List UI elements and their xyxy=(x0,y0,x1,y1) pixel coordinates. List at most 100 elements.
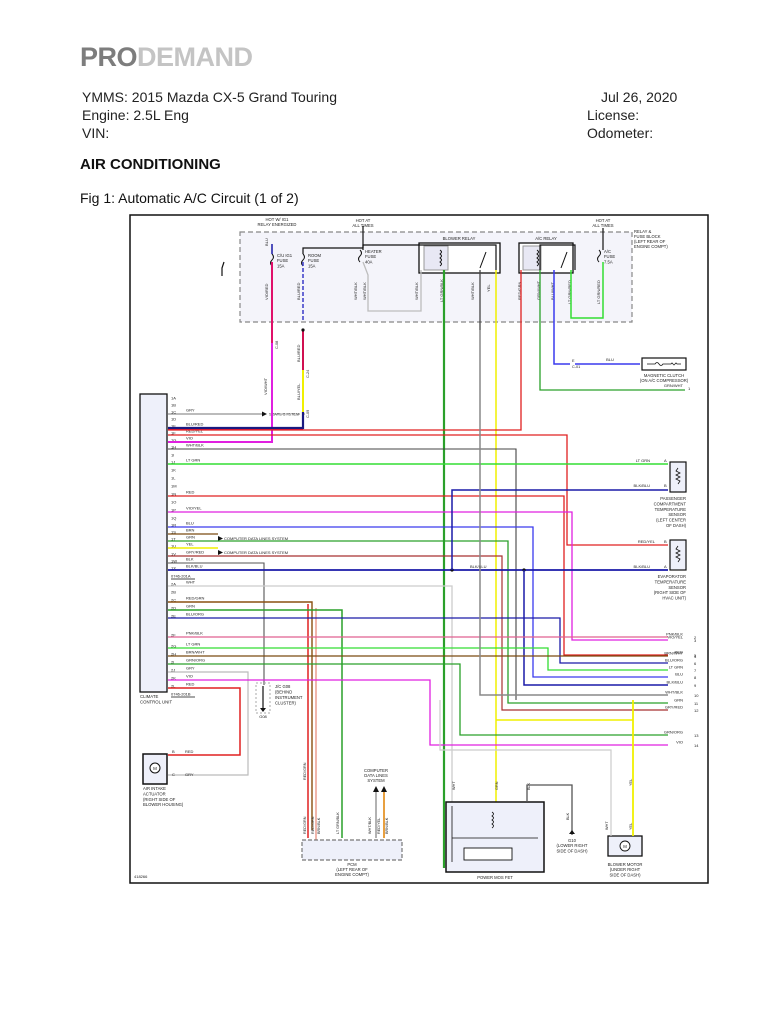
ccu-pin-label: 2G xyxy=(171,644,176,649)
right-wire-number: 2 xyxy=(694,635,697,640)
right-wire-label: BLU/ORG xyxy=(665,658,683,663)
ccu-pin-label: 1R xyxy=(171,523,176,528)
wire-red xyxy=(168,495,668,656)
right-wire-label: RED xyxy=(675,650,684,655)
jc-label: J/C G08 xyxy=(275,684,291,689)
wire-label: WHT/BLK xyxy=(353,282,358,300)
wire-vio xyxy=(168,679,668,746)
wire-gry-red xyxy=(168,555,668,711)
relay-block-label: FUSE BLOCK xyxy=(634,234,661,239)
right-wire-number: 14 xyxy=(694,743,699,748)
wire-label: YEL xyxy=(629,823,633,830)
ccu-wire-label: RED/GRN xyxy=(186,596,205,601)
wire-label: VIO/RED xyxy=(264,283,269,300)
ccu-wire-label: RED xyxy=(186,682,195,687)
wire-label: LT GRN/RED xyxy=(596,280,601,304)
ccu-pin-label: 1W xyxy=(171,559,177,564)
ccu-pin-label: 1U xyxy=(171,544,176,549)
heater-fuse-label: HEATER xyxy=(365,249,382,254)
ccu-pin-label: 2A xyxy=(171,582,176,587)
connector-label: C-24 xyxy=(306,370,310,378)
wire-label: WHT/BLK xyxy=(414,282,419,300)
mosfet-wire-label: WHT xyxy=(452,781,456,790)
arrow-up-icon xyxy=(373,786,379,792)
ccu-wire-label: BLU/ORG xyxy=(186,612,204,617)
ground-label: G08 xyxy=(259,714,267,719)
air-intake-label: AIR INTAKE xyxy=(143,786,166,791)
cu-ig1-fuse-label: FUSE xyxy=(277,258,288,263)
right-wire-label: VIO/YEL xyxy=(667,635,683,640)
arrow-icon xyxy=(218,550,223,555)
wire xyxy=(221,261,225,276)
jc-label: (BEHIND xyxy=(275,690,292,695)
ccu-wire-label: GRY/RED xyxy=(186,550,204,555)
ccu-wire-label: RED/YEL xyxy=(186,429,204,434)
ccu-pin-label: 2F xyxy=(171,633,176,638)
wire-blk-blu xyxy=(523,570,668,686)
wire-blu xyxy=(168,526,668,678)
relay-block-label: RELAY & xyxy=(634,229,652,234)
right-wire-number: 7 xyxy=(694,668,697,673)
ac-fuse-label: 7.5A xyxy=(604,259,613,264)
right-wire-number: 6 xyxy=(694,661,697,666)
sensor-wire-label: RED xyxy=(185,749,194,754)
ccu-pin-label: 1G xyxy=(171,438,176,443)
wire xyxy=(362,244,497,270)
hot-all-times-label: ALL TIMES xyxy=(352,223,373,228)
cdl-label: COMPUTER DATA LINES SYSTEM xyxy=(224,536,288,541)
jc-g08 xyxy=(255,682,271,714)
arrow-icon xyxy=(262,411,267,417)
ccu-wire-label: GRN xyxy=(186,535,195,540)
cdl3-label: COMPUTER xyxy=(364,768,388,773)
ac-fuse-label: FUSE xyxy=(604,254,615,259)
pcm-wire-label: BRN/BLK xyxy=(317,817,321,834)
report-info: Jul 26, 2020 License: Odometer: xyxy=(587,88,677,142)
hot-all-times-label: ALL TIMES xyxy=(592,223,613,228)
wire-label: VIO/WHT xyxy=(263,377,268,395)
wire-vio-yel xyxy=(168,511,668,641)
right-wire-number: 9 xyxy=(694,683,697,688)
ccu-pin-label: 2B xyxy=(171,590,176,595)
ccu-wire-label: GRY xyxy=(186,408,195,413)
wire-wht xyxy=(439,700,612,836)
logo-demand: DEMAND xyxy=(137,42,253,72)
ccu-pin-label: 2D xyxy=(171,606,176,611)
evap-sensor-label: SENSOR xyxy=(668,585,686,590)
hot-all-times-label: HOT AT xyxy=(596,218,611,223)
wire-red-grn xyxy=(168,601,313,830)
cu-ig1-fuse-icon xyxy=(270,253,274,267)
jc-label: CLUSTER) xyxy=(275,701,297,706)
wire-grn xyxy=(168,540,668,704)
pcm-wire-label: RED/GRN xyxy=(311,816,315,834)
right-wire-number: 4 xyxy=(694,654,697,659)
relay-switch-icon xyxy=(560,251,568,269)
passenger-sensor-label: SENSOR xyxy=(668,512,686,517)
pcm-wire-label: WHT/BLK xyxy=(368,817,372,834)
ccu-pin-label: 1X xyxy=(171,566,176,571)
right-wire-label: PNK/BLK xyxy=(666,632,683,637)
wire-label: BLU/YEL xyxy=(296,383,301,400)
ccu-wire-label: BLU/RED xyxy=(186,422,203,427)
pcm-label: ENGINE COMPT) xyxy=(335,872,369,877)
connector-label: C-09 xyxy=(306,410,310,418)
room-fuse-label: FUSE xyxy=(308,258,319,263)
motor-symbol: M xyxy=(153,766,157,771)
pin-label: A xyxy=(664,458,667,463)
ac-relay-coil-box xyxy=(522,245,542,271)
ccu-pin-label: 1I xyxy=(171,453,174,458)
vehicle-info: YMMS: 2015 Mazda CX-5 Grand Touring Engi… xyxy=(82,88,337,142)
ccu-pin-label: 1L xyxy=(171,476,176,481)
ccu-pin-label: 2C xyxy=(171,598,176,603)
ccu-wire-label: VIO xyxy=(186,436,193,441)
blower-motor-label: (UNDER RIGHT xyxy=(610,867,641,872)
wire-wht-blk xyxy=(362,261,422,312)
g10-label: (LOWER RIGHT xyxy=(557,843,588,848)
ccu-wire-label: RED xyxy=(186,490,195,495)
power-mos-fet xyxy=(445,801,545,873)
sensor-wire-label: LT GRN xyxy=(636,458,650,463)
connector-label: C-08 xyxy=(275,341,279,349)
relay-block-label: ENGINE COMPT) xyxy=(634,244,668,249)
sensor-wire-label: BLK/BLU xyxy=(634,564,651,569)
wire-wht-blk xyxy=(479,330,668,696)
license: License: xyxy=(587,107,640,123)
